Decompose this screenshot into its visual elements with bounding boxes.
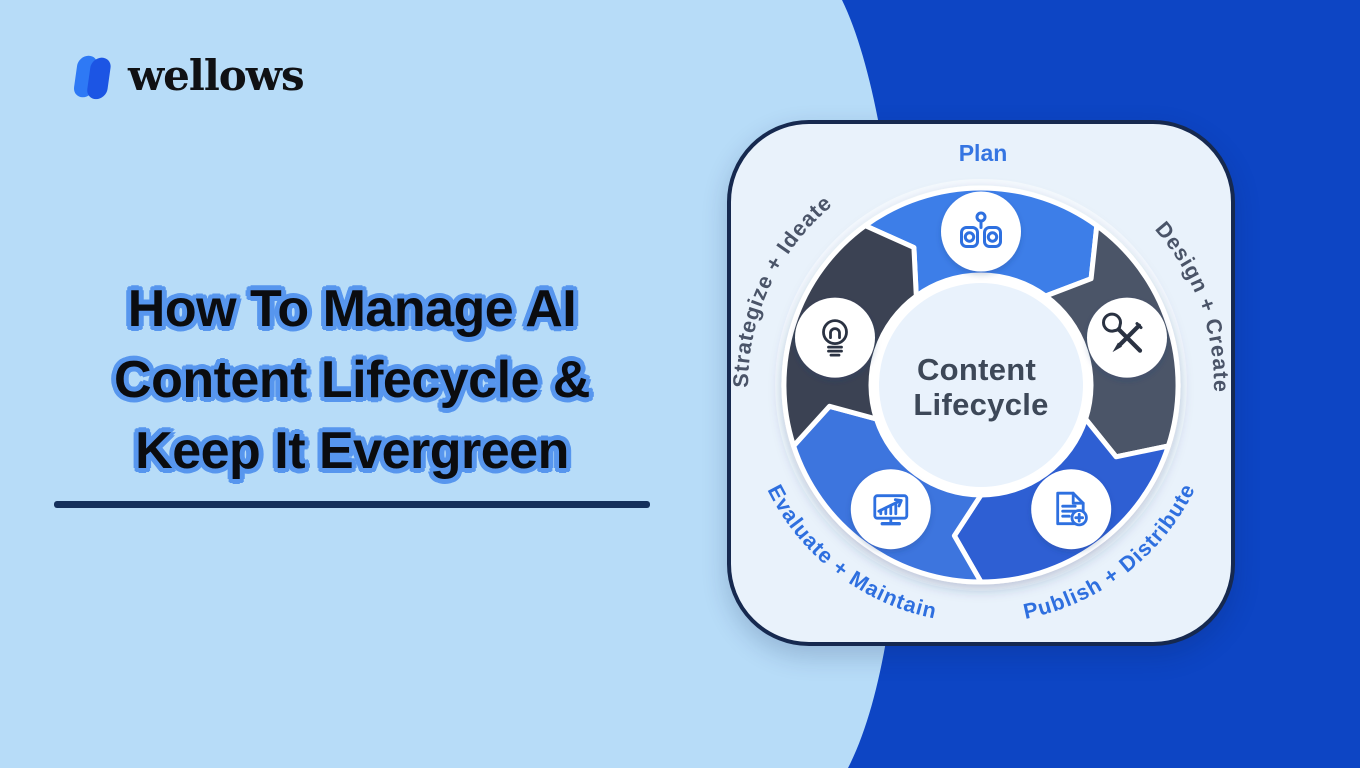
brainstorm-heads-icon bbox=[941, 191, 1021, 272]
step-icons bbox=[795, 191, 1167, 550]
center-title: Content Lifecycle bbox=[913, 352, 1048, 422]
title-underline bbox=[54, 501, 650, 508]
page-title: How To Manage AI Content Lifecycle & Kee… bbox=[28, 274, 676, 508]
document-add-icon bbox=[1031, 469, 1112, 550]
title-line-2: Content Lifecycle & bbox=[114, 351, 590, 409]
wrench-pencil-icon bbox=[1087, 297, 1167, 378]
content-lifecycle-wheel: Content Lifecycle bbox=[729, 140, 1232, 624]
title-line-3: Keep It Evergreen bbox=[135, 422, 569, 480]
title-line-1: How To Manage AI bbox=[127, 280, 577, 338]
lightbulb-icon bbox=[795, 297, 875, 378]
wellows-logo-icon bbox=[73, 55, 111, 100]
center-circle: Content Lifecycle bbox=[870, 274, 1092, 496]
monitor-growth-icon bbox=[850, 469, 931, 550]
brand-logo: wellows bbox=[64, 48, 305, 104]
brand-name: wellows bbox=[128, 51, 305, 100]
label-plan: Plan bbox=[959, 140, 1008, 166]
